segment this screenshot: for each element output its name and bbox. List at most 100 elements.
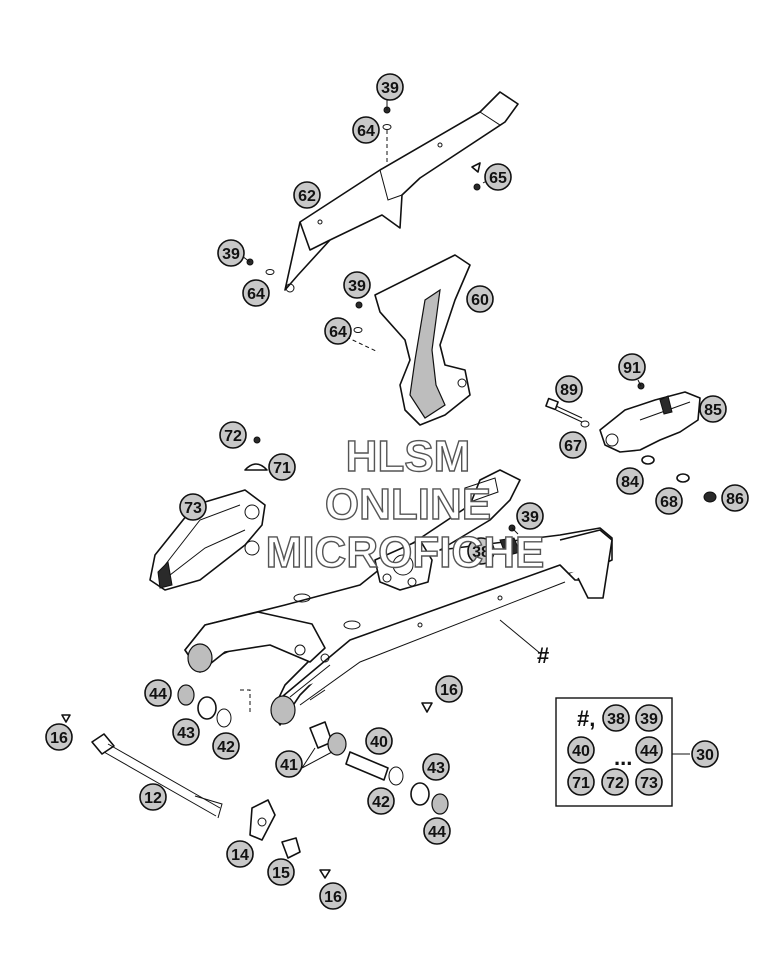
small-hardware (61, 106, 717, 879)
callout-15: 15 (267, 858, 295, 886)
kit-item-38: 38 (602, 704, 630, 732)
svg-text:16: 16 (50, 730, 68, 747)
watermark-line-1: HLSM (346, 432, 471, 481)
svg-text:43: 43 (427, 760, 445, 777)
svg-text:40: 40 (572, 743, 590, 760)
svg-text:44: 44 (149, 686, 167, 703)
pivot-bolt-12-part (91, 733, 223, 819)
callout-14: 14 (226, 840, 254, 868)
callout-30: 30 (691, 740, 719, 768)
bearings-and-bushings (177, 684, 449, 815)
callout-42: 42 (367, 787, 395, 815)
callout-43: 43 (422, 753, 450, 781)
svg-text:38: 38 (472, 544, 490, 561)
svg-text:67: 67 (564, 438, 582, 455)
svg-text:85: 85 (704, 402, 722, 419)
svg-text:40: 40 (370, 734, 388, 751)
callout-44: 44 (423, 817, 451, 845)
callout-39: 39 (217, 239, 245, 267)
callout-16: 16 (45, 723, 73, 751)
svg-text:73: 73 (184, 500, 202, 517)
svg-text:86: 86 (726, 491, 744, 508)
callout-62: 62 (293, 181, 321, 209)
kit-hash-label: #, (577, 706, 595, 731)
callout-64: 64 (352, 116, 380, 144)
callout-39: 39 (343, 271, 371, 299)
callout-85: 85 (699, 395, 727, 423)
svg-text:39: 39 (381, 80, 399, 97)
svg-text:71: 71 (273, 460, 291, 477)
svg-text:65: 65 (489, 170, 507, 187)
svg-text:72: 72 (224, 428, 242, 445)
svg-text:16: 16 (324, 889, 342, 906)
svg-text:73: 73 (640, 775, 658, 792)
svg-text:30: 30 (696, 747, 714, 764)
svg-text:39: 39 (348, 278, 366, 295)
callout-40: 40 (365, 727, 393, 755)
svg-text:15: 15 (272, 865, 290, 882)
chain-guard-lower-part (374, 254, 471, 426)
callout-68: 68 (655, 487, 683, 515)
callout-16: 16 (319, 882, 347, 910)
callout-89: 89 (555, 375, 583, 403)
kit-item-73: 73 (635, 768, 663, 796)
callout-12: 12 (139, 783, 167, 811)
svg-text:60: 60 (471, 292, 489, 309)
callout-84: 84 (616, 467, 644, 495)
svg-text:43: 43 (177, 725, 195, 742)
callout-67: 67 (559, 431, 587, 459)
svg-text:41: 41 (280, 757, 298, 774)
svg-text:68: 68 (660, 494, 678, 511)
callout-42: 42 (212, 732, 240, 760)
kit-ellipsis: ... (614, 745, 632, 770)
svg-text:64: 64 (247, 286, 265, 303)
callout-labels: 39 64 65 62 39 64 39 60 64 91 89 85 67 7… (45, 73, 749, 910)
callout-64: 64 (242, 279, 270, 307)
chain-slider-part (149, 489, 266, 591)
callout-65: 65 (484, 163, 512, 191)
nut-plate-part (249, 799, 301, 859)
callout-64: 64 (324, 317, 352, 345)
svg-text:89: 89 (560, 382, 578, 399)
kit-item-72: 72 (601, 768, 629, 796)
callout-39: 39 (516, 502, 544, 530)
svg-text:42: 42 (372, 794, 390, 811)
svg-text:39: 39 (640, 711, 658, 728)
chain-guide-part (599, 391, 701, 453)
kit-item-44: 44 (635, 736, 663, 764)
kit-item-39: 39 (635, 704, 663, 732)
watermark-line-2: ONLINE (325, 480, 491, 529)
callout-60: 60 (466, 285, 494, 313)
kit-item-71: 71 (567, 768, 595, 796)
svg-text:64: 64 (329, 324, 347, 341)
watermark-line-3: MICROFICHE (266, 528, 545, 577)
kit-box: #, ... 38 39 40 44 71 72 73 (555, 697, 673, 807)
callout-41: 41 (275, 750, 303, 778)
svg-text:14: 14 (231, 847, 249, 864)
bolt-89-part (545, 397, 583, 423)
callout-86: 86 (721, 484, 749, 512)
svg-text:12: 12 (144, 790, 162, 807)
chain-guard-upper-part (284, 91, 519, 293)
svg-text:62: 62 (298, 188, 316, 205)
svg-text:39: 39 (521, 509, 539, 526)
svg-text:42: 42 (217, 739, 235, 756)
svg-text:38: 38 (607, 711, 625, 728)
svg-text:39: 39 (222, 246, 240, 263)
hash-mark: # (537, 643, 549, 668)
svg-text:84: 84 (621, 474, 639, 491)
callout-91: 91 (618, 353, 646, 381)
watermark: HLSM ONLINE MICROFICHE (265, 431, 545, 577)
callout-73: 73 (179, 493, 207, 521)
callout-38: 38 (467, 537, 495, 565)
swingarm-part (184, 469, 613, 726)
svg-text:16: 16 (440, 682, 458, 699)
callout-39: 39 (376, 73, 404, 101)
svg-text:44: 44 (428, 824, 446, 841)
callout-43: 43 (172, 718, 200, 746)
svg-text:64: 64 (357, 123, 375, 140)
callout-72: 72 (219, 421, 247, 449)
svg-text:72: 72 (606, 775, 624, 792)
svg-text:44: 44 (640, 743, 658, 760)
